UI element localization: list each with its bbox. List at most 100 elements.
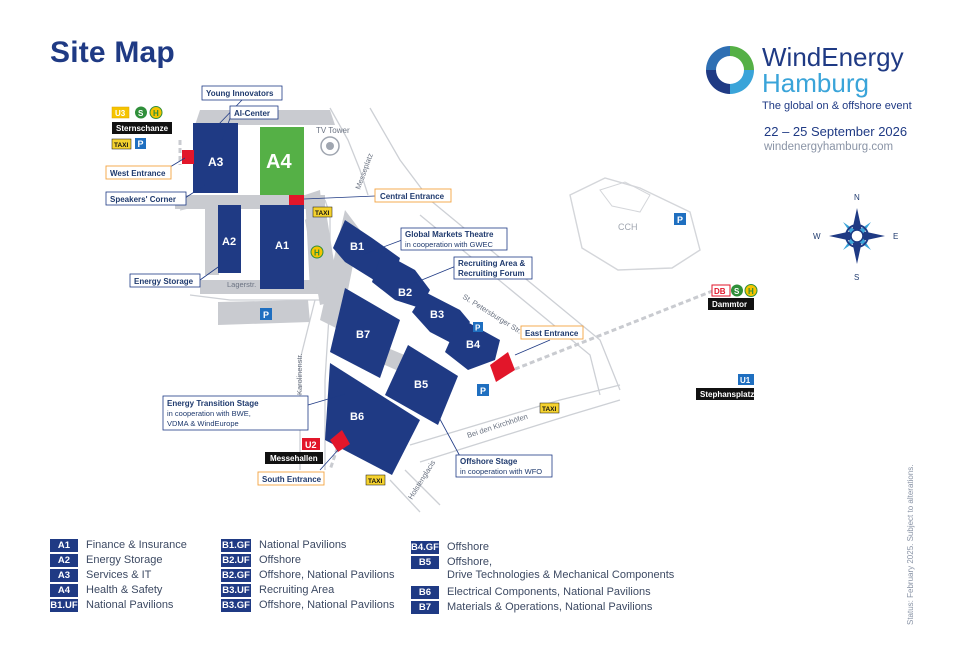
hall-b4[interactable] <box>445 318 500 370</box>
svg-text:H: H <box>748 287 754 296</box>
legend-code: B7 <box>411 600 439 614</box>
hall-label-a2: A2 <box>222 236 236 248</box>
legend-code: A2 <box>50 553 78 567</box>
callout-south-entrance: South Entrance <box>262 475 322 484</box>
u3-badge: U3 <box>115 109 126 118</box>
parking-icon-b4 <box>473 322 483 332</box>
brand-name-windenergy: WindEnergy <box>762 42 904 72</box>
legend-item: B3.UF Recruiting Area <box>221 583 334 597</box>
bus-stop-icon-central <box>310 245 324 259</box>
u1-badge: U1 <box>740 376 751 385</box>
legend-description: Energy Storage <box>86 554 163 566</box>
legend-item: Drive Technologies & Mechanical Componen… <box>411 568 674 582</box>
callout-global-markets-theatre: Global Markets Theatre <box>405 230 494 239</box>
parking-icon: P <box>138 139 144 149</box>
callout-east-entrance: East Entrance <box>525 329 579 338</box>
legend-code: B1.GF <box>221 538 251 552</box>
hall-b5[interactable] <box>385 345 458 425</box>
hall-label-b6: B6 <box>350 411 364 423</box>
event-date: 22 – 25 September 2026 <box>764 124 908 139</box>
street-karolinenstr: Karolinenstr. <box>295 353 304 395</box>
hall-a4[interactable] <box>260 127 304 195</box>
compass-s: S <box>854 273 859 282</box>
callout-global-markets-sub: in cooperation with GWEC <box>405 240 494 249</box>
legend-code: B4.GF <box>411 540 439 554</box>
tv-tower-label: TV Tower <box>316 126 350 135</box>
legend-code: A3 <box>50 568 78 582</box>
legend-code: A4 <box>50 583 78 597</box>
hall-label-a1: A1 <box>275 240 289 252</box>
station-messehallen: Messehallen <box>270 454 318 463</box>
db-badge: DB <box>714 287 726 296</box>
legend-description: Electrical Components, National Pavilion… <box>447 586 651 598</box>
brand-name-hamburg: Hamburg <box>762 68 869 98</box>
stephansplatz-station: U1 Stephansplatz <box>696 374 754 400</box>
messehallen-station: U2 Messehallen <box>265 438 323 464</box>
legend-description: Offshore, <box>447 556 493 568</box>
legend-description: Offshore <box>259 554 301 566</box>
hall-label-b3: B3 <box>430 309 444 321</box>
callout-young-innovators: Young Innovators <box>206 89 274 98</box>
svg-text:S: S <box>734 287 740 296</box>
legend-description: National Pavilions <box>86 599 174 611</box>
legend-item: B1.UF National Pavilions <box>50 598 173 612</box>
hall-label-a3: A3 <box>208 155 224 169</box>
roads <box>179 107 621 513</box>
brand-block: WindEnergy Hamburg The global on & offsh… <box>762 44 912 112</box>
legend-code: B3.UF <box>221 583 251 597</box>
callout-ets-sub2: VDMA & WindEurope <box>167 419 239 428</box>
svg-text:P: P <box>677 215 683 225</box>
legend-code: B1.UF <box>50 598 78 612</box>
hall-b2[interactable] <box>372 252 430 308</box>
taxi-badge-south: TAXI <box>368 478 383 485</box>
svg-text:H: H <box>153 109 159 118</box>
legend-description: Finance & Insurance <box>86 539 187 551</box>
taxi-badge-central: TAXI <box>315 210 330 217</box>
legend-code: A1 <box>50 538 78 552</box>
hall-a3[interactable] <box>193 123 238 193</box>
page-title: Site Map <box>50 36 175 69</box>
callout-ets-sub1: in cooperation with BWE, <box>167 409 251 418</box>
callout-recruiting-l2: Recruiting Forum <box>458 269 525 278</box>
sternschanze-station: U3 S H Sternschanze TAXI P <box>111 106 172 150</box>
west-entrance-marker[interactable] <box>182 150 194 164</box>
brand-tagline: The global on & offshore event <box>762 100 912 112</box>
event-url[interactable]: windenergyhamburg.com <box>764 141 894 153</box>
parking-icon-east <box>477 384 489 396</box>
legend-item: B2.GF Offshore, National Pavilions <box>221 568 395 582</box>
legend-description: Recruiting Area <box>259 584 335 596</box>
compass-icon: N S E W <box>813 193 898 282</box>
legend-description: Services & IT <box>86 569 152 581</box>
legend-code: B2.GF <box>221 568 251 582</box>
svg-text:H: H <box>314 249 320 258</box>
hall-b7[interactable] <box>330 288 400 378</box>
legend-description: Offshore, National Pavilions <box>259 599 395 611</box>
status-note: Status: February 2025. Subject to altera… <box>906 464 915 625</box>
callout-ai-center: AI-Center <box>234 109 270 118</box>
hall-label-a4: A4 <box>266 151 292 173</box>
hall-a1[interactable] <box>260 205 304 289</box>
hall-label-b4: B4 <box>466 339 481 351</box>
site-map: CCH <box>105 85 898 513</box>
hall-b6[interactable] <box>325 363 420 475</box>
callout-energy-storage: Energy Storage <box>134 277 194 286</box>
callout-energy-transition-stage: Energy Transition Stage <box>167 399 259 408</box>
s-bahn-icon <box>135 106 147 119</box>
svg-text:P: P <box>475 324 481 333</box>
east-entrance-marker[interactable] <box>490 352 515 382</box>
south-entrance-marker[interactable] <box>330 430 350 452</box>
hall-a2[interactable] <box>218 205 241 273</box>
compass-w: W <box>813 232 821 241</box>
compass-n: N <box>854 193 860 202</box>
svg-text:S: S <box>138 109 144 118</box>
central-entrance-marker[interactable] <box>289 195 304 205</box>
hall-label-b2: B2 <box>398 287 412 299</box>
callout-recruiting-l1: Recruiting Area & <box>458 259 525 268</box>
compass-e: E <box>893 232 898 241</box>
legend-description: Offshore, National Pavilions <box>259 569 395 581</box>
